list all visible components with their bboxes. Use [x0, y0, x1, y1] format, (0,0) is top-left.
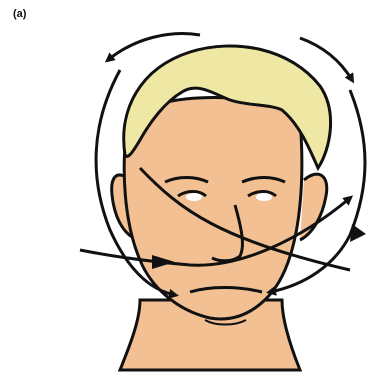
right-eye-white [256, 193, 272, 201]
left-eye-white [186, 193, 202, 201]
small-arrowhead-right [350, 224, 366, 242]
